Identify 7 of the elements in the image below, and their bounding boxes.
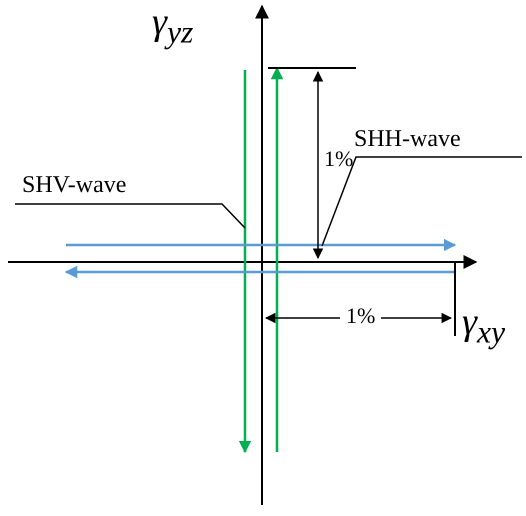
wave-label: SHV-wave	[22, 172, 126, 199]
axis-label: γ$_{yz}$	[152, 0, 194, 51]
wave-label: SHH-wave	[354, 126, 461, 153]
dimension-label: 1%	[324, 146, 354, 172]
axis-label: γ$_{xy}$	[462, 300, 506, 351]
leader-line	[15, 203, 246, 229]
leader-line	[321, 156, 522, 246]
